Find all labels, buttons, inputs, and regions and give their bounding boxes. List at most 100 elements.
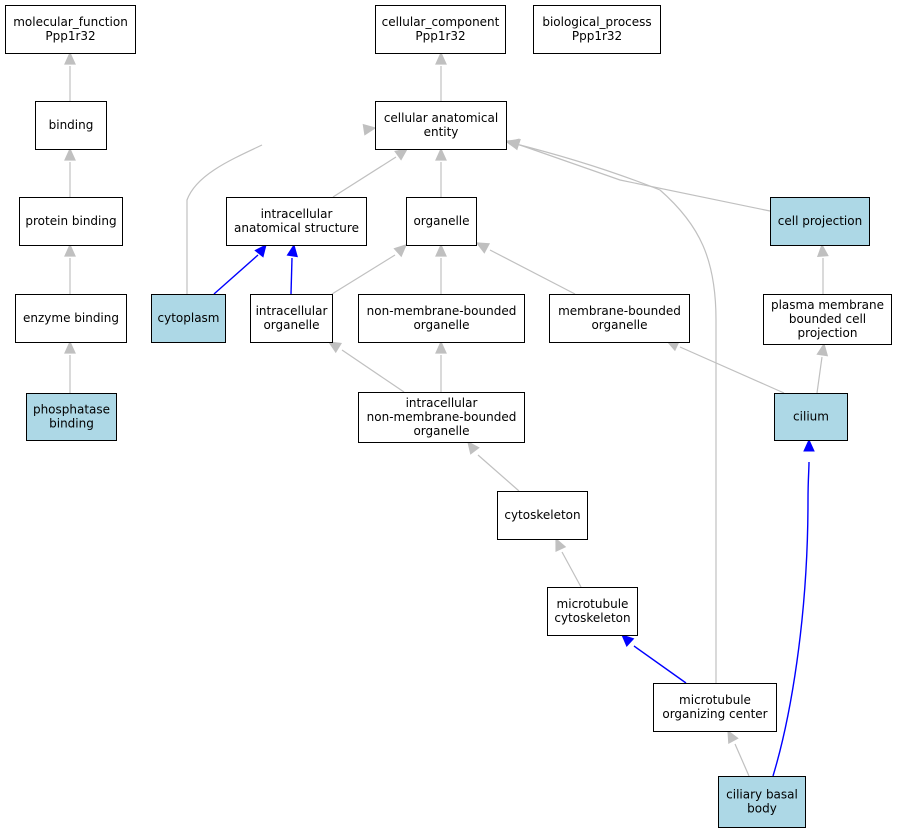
node-cytoskeleton: cytoskeleton [497, 491, 588, 540]
node-label-line: intracellular [256, 304, 328, 318]
edge-intracellular-anatomical-structure-to-cellular-anatomical-entity [332, 148, 409, 198]
node-label-line: binding [49, 417, 94, 431]
node-label-line: phosphatase [33, 403, 110, 417]
nodes-layer: molecular_functionPpp1r32cellular_compon… [5, 5, 892, 828]
node-box [26, 393, 117, 441]
node-box [549, 294, 690, 343]
node-label-line: organelle [413, 214, 469, 228]
node-label-line: membrane-bounded [558, 304, 681, 318]
node-organelle: organelle [406, 197, 477, 246]
node-label-line: anatomical structure [234, 221, 359, 235]
node-label-line: bounded cell [789, 312, 866, 326]
edge-intracellular-non-membrane-bounded-organelle-to-intracellular-organelle [327, 341, 405, 393]
edge-intracellular-organelle-to-intracellular-anatomical-structure [286, 243, 298, 295]
node-box [770, 197, 870, 246]
node-box [5, 5, 136, 54]
node-box [19, 197, 123, 246]
node-enzyme-binding: enzyme binding [15, 294, 127, 343]
node-label-line: non-membrane-bounded [367, 304, 517, 318]
node-label-line: molecular_function [13, 15, 128, 29]
node-binding: binding [35, 101, 107, 150]
node-label-line: microtubule [679, 693, 751, 707]
edge-protein-binding-to-binding [64, 147, 76, 197]
node-box [763, 294, 892, 345]
node-label-line: ciliary basal [726, 788, 798, 802]
node-box [226, 197, 367, 246]
node-label-line: cilium [793, 410, 829, 424]
node-box [718, 776, 806, 828]
node-label-line: cytoskeleton [554, 611, 630, 625]
node-box [497, 491, 588, 540]
node-label-line: body [747, 802, 777, 816]
node-box [358, 392, 525, 443]
edge-cilium-to-membrane-bounded-organelle [665, 340, 785, 394]
edge-non-membrane-bounded-organelle-to-organelle [435, 243, 447, 294]
node-box [547, 587, 638, 636]
edge-phosphatase-binding-to-enzyme-binding [64, 340, 76, 393]
node-box [35, 101, 107, 150]
edge-binding-to-molecular-function [64, 51, 76, 101]
edge-membrane-bounded-organelle-to-organelle [475, 242, 576, 295]
edge-cellular-anatomical-entity-to-cellular-component [435, 51, 447, 101]
edge-cytoplasm-to-cellular-anatomical-entity [186, 123, 377, 295]
node-label-line: protein binding [25, 214, 116, 228]
node-label-line: binding [49, 118, 94, 132]
node-label-line: organelle [413, 318, 469, 332]
node-label-line: organelle [591, 318, 647, 332]
node-label-line: cytoplasm [158, 311, 220, 325]
edge-cell-projection-to-cellular-anatomical-entity [506, 139, 771, 212]
node-label-line: cell projection [778, 214, 862, 228]
node-label-line: intracellular [406, 396, 478, 410]
node-cell-projection: cell projection [770, 197, 870, 246]
node-label-line: plasma membrane [771, 298, 884, 312]
node-cilium: cilium [774, 393, 848, 441]
node-box [406, 197, 477, 246]
edge-cytoplasm-to-intracellular-anatomical-structure [213, 244, 267, 295]
node-box [375, 5, 506, 54]
node-label-line: intracellular [261, 207, 333, 221]
node-box [358, 294, 525, 343]
edge-microtubule-organizing-center-to-cellular-anatomical-entity [505, 138, 717, 683]
edge-enzyme-binding-to-protein-binding [64, 243, 76, 294]
node-label-line: enzyme binding [23, 311, 119, 325]
node-box [653, 683, 777, 732]
edge-microtubule-organizing-center-to-microtubule-cytoskeleton [621, 634, 687, 684]
node-label-line: entity [424, 125, 459, 139]
node-box [533, 5, 661, 54]
node-cytoplasm: cytoplasm [151, 294, 226, 343]
node-label-line: non-membrane-bounded [367, 410, 517, 424]
node-label-line: biological_process [542, 15, 651, 29]
node-box [774, 393, 848, 441]
node-label-line: organizing center [662, 707, 767, 721]
edge-cilium-to-plasma-membrane-bounded-cell-projection [816, 342, 829, 394]
edge-microtubule-cytoskeleton-to-cytoskeleton [555, 537, 582, 588]
node-label-line: projection [798, 326, 858, 340]
node-label-line: cellular_component [382, 15, 500, 29]
edge-plasma-membrane-bounded-cell-projection-to-cell-projection [816, 243, 829, 294]
node-box [151, 294, 226, 343]
node-box [15, 294, 127, 343]
edge-intracellular-organelle-to-organelle [331, 244, 408, 295]
edge-ciliary-basal-body-to-microtubule-organizing-center [727, 729, 750, 777]
node-label-line: organelle [263, 318, 319, 332]
node-box [250, 294, 333, 343]
edge-ciliary-basal-body-to-cilium [772, 438, 815, 777]
node-label-line: Ppp1r32 [572, 29, 622, 43]
node-protein-binding: protein binding [19, 197, 123, 246]
node-label-line: Ppp1r32 [45, 29, 95, 43]
node-label-line: Ppp1r32 [415, 29, 465, 43]
